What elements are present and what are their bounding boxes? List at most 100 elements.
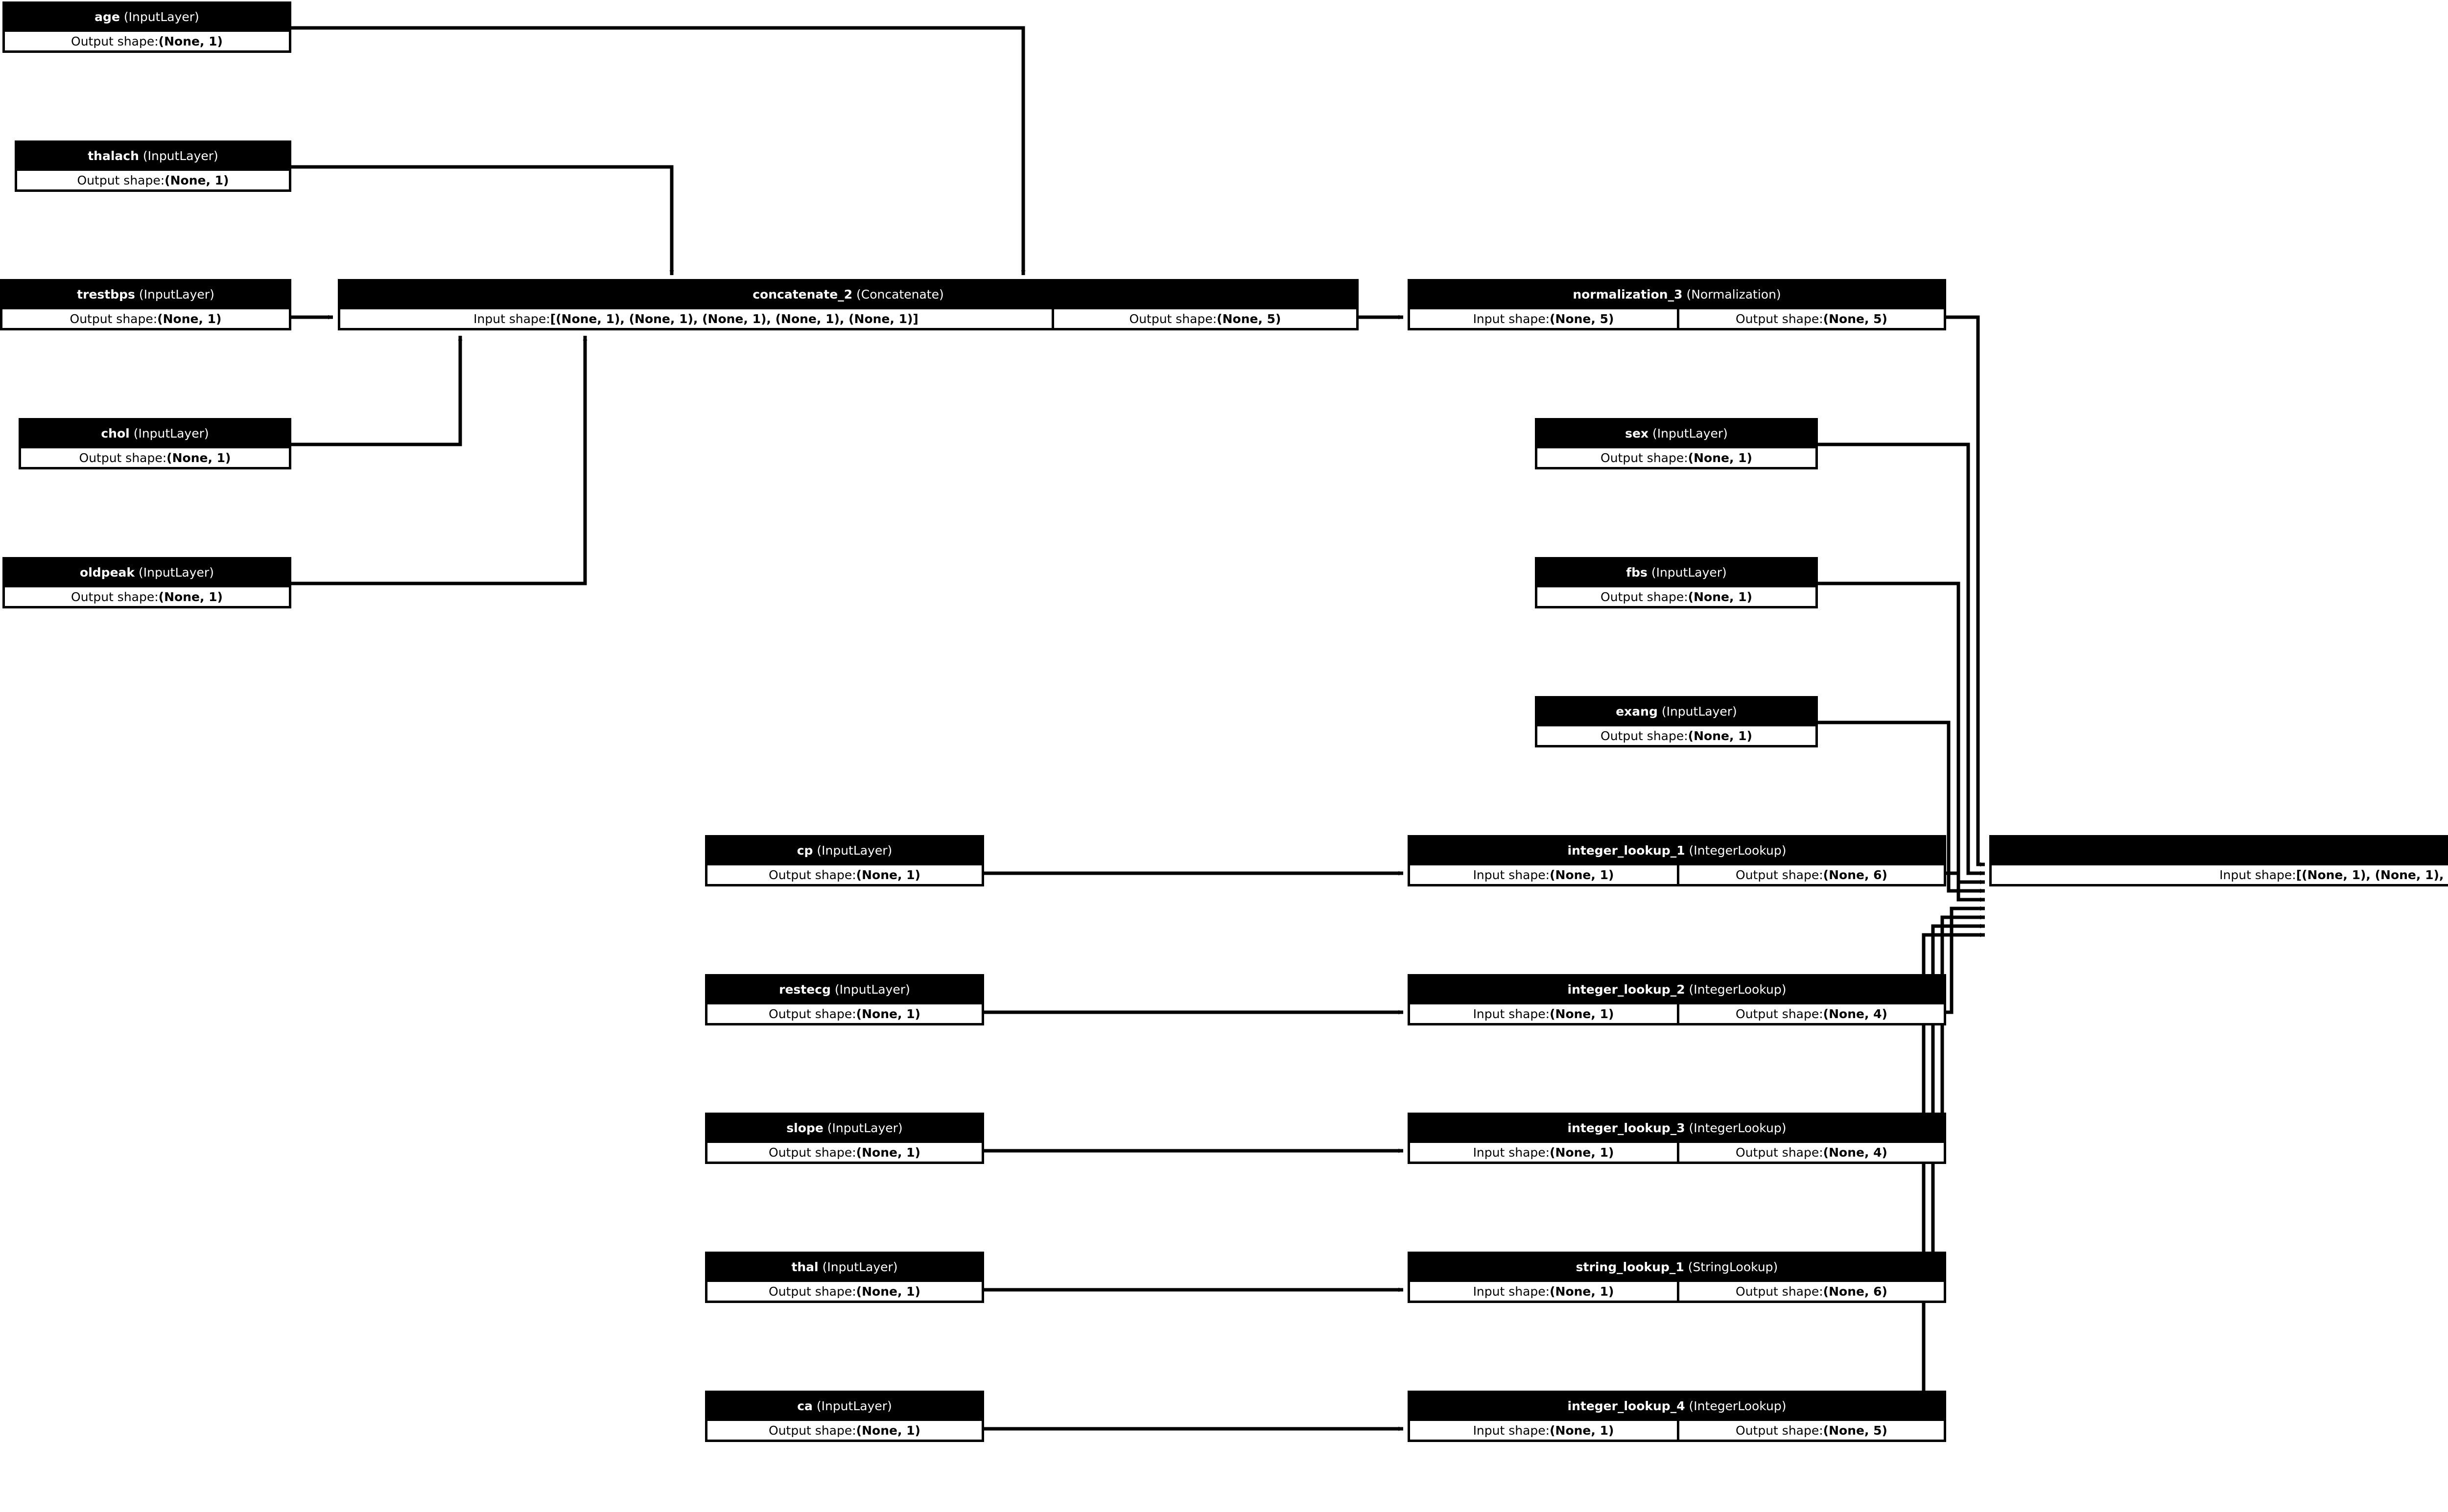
output-shape-cell-thal: Output shape: (None, 1) xyxy=(707,1282,982,1301)
layer-name-ca: ca xyxy=(797,1398,813,1413)
output-shape-value-thalach: (None, 1) xyxy=(165,173,229,187)
layer-name-fbs: fbs xyxy=(1626,565,1648,580)
input-shape-value-integer_lookup_4: (None, 1) xyxy=(1550,1423,1614,1438)
layer-title-slope: slope (InputLayer) xyxy=(707,1115,982,1140)
input-shape-value-integer_lookup_3: (None, 1) xyxy=(1550,1145,1614,1160)
input-shape-label: Input shape: xyxy=(2219,867,2296,882)
layer-type-age: (InputLayer) xyxy=(123,9,199,24)
layer-shapes-thalach: Output shape: (None, 1) xyxy=(17,168,289,189)
output-shape-value-normalization_3: (None, 5) xyxy=(1823,311,1887,326)
output-shape-value-ca: (None, 1) xyxy=(856,1423,920,1438)
edge-integer_lookup_1-to-concatenate_3 xyxy=(1946,871,1985,902)
layer-node-sex[interactable]: sex (InputLayer)Output shape: (None, 1) xyxy=(1535,418,1818,469)
layer-type-ca: (InputLayer) xyxy=(816,1398,892,1413)
output-shape-cell-trestbps: Output shape: (None, 1) xyxy=(2,309,289,328)
layer-shapes-integer_lookup_4: Input shape: (None, 1)Output shape: (Non… xyxy=(1410,1419,1944,1440)
layer-node-cp[interactable]: cp (InputLayer)Output shape: (None, 1) xyxy=(705,835,984,886)
layer-shapes-integer_lookup_1: Input shape: (None, 1)Output shape: (Non… xyxy=(1410,863,1944,884)
edge-integer_lookup_3-to-concatenate_3 xyxy=(1940,915,1985,1153)
layer-node-concatenate_3[interactable]: concatenate_3 (Concatenate)Input shape: … xyxy=(1989,835,2448,886)
layer-shapes-normalization_3: Input shape: (None, 5) Output shape: (Non… xyxy=(1410,307,1944,328)
layer-node-slope[interactable]: slope (InputLayer)Output shape: (None, 1… xyxy=(705,1113,984,1164)
layer-node-thal[interactable]: thal (InputLayer)Output shape: (None, 1) xyxy=(705,1252,984,1303)
output-shape-cell-integer_lookup_4: Output shape: (None, 5) xyxy=(1677,1421,1944,1440)
output-shape-label: Output shape: xyxy=(769,867,856,882)
input-shape-value-string_lookup_1: (None, 1) xyxy=(1550,1284,1614,1299)
output-shape-label: Output shape: xyxy=(1601,589,1688,604)
layer-node-integer_lookup_3[interactable]: integer_lookup_3 (IntegerLookup)Input sh… xyxy=(1408,1113,1946,1164)
layer-node-concatenate_2[interactable]: concatenate_2 (Concatenate)Input shape: … xyxy=(338,279,1359,330)
layer-node-string_lookup_1[interactable]: string_lookup_1 (StringLookup)Input shap… xyxy=(1408,1252,1946,1303)
layer-title-integer_lookup_2: integer_lookup_2 (IntegerLookup) xyxy=(1410,977,1944,1002)
input-shape-label: Input shape: xyxy=(1473,867,1550,882)
layer-name-integer_lookup_3: integer_lookup_3 xyxy=(1567,1120,1685,1135)
layer-node-chol[interactable]: chol (InputLayer)Output shape: (None, 1) xyxy=(19,418,291,469)
output-shape-label: Output shape: xyxy=(1736,311,1823,326)
layer-shapes-exang: Output shape: (None, 1) xyxy=(1537,724,1815,745)
output-shape-cell-ca: Output shape: (None, 1) xyxy=(707,1421,982,1440)
layer-shapes-thal: Output shape: (None, 1) xyxy=(707,1279,982,1301)
layer-node-age[interactable]: age (InputLayer)Output shape: (None, 1) xyxy=(2,1,291,53)
layer-node-thalach[interactable]: thalach (InputLayer)Output shape: (None,… xyxy=(15,140,291,192)
layer-type-concatenate_2: (Concatenate) xyxy=(856,287,944,302)
output-shape-value-integer_lookup_2: (None, 4) xyxy=(1823,1006,1887,1021)
input-shape-label: Input shape: xyxy=(1473,311,1550,326)
layer-type-normalization_3: (Normalization) xyxy=(1686,287,1781,302)
layer-title-integer_lookup_4: integer_lookup_4 (IntegerLookup) xyxy=(1410,1393,1944,1419)
input-shape-cell-normalization_3: Input shape: (None, 5) xyxy=(1410,309,1677,328)
layer-name-integer_lookup_1: integer_lookup_1 xyxy=(1567,843,1685,858)
output-shape-value-slope: (None, 1) xyxy=(856,1145,920,1160)
layer-shapes-integer_lookup_2: Input shape: (None, 1)Output shape: (Non… xyxy=(1410,1002,1944,1023)
layer-type-sex: (InputLayer) xyxy=(1652,426,1728,441)
layer-type-integer_lookup_2: (IntegerLookup) xyxy=(1689,982,1787,997)
layer-shapes-fbs: Output shape: (None, 1) xyxy=(1537,585,1815,606)
output-shape-value-fbs: (None, 1) xyxy=(1688,589,1752,604)
layer-title-exang: exang (InputLayer) xyxy=(1537,698,1815,724)
layer-title-trestbps: trestbps (InputLayer) xyxy=(2,281,289,307)
input-shape-cell-integer_lookup_1: Input shape: (None, 1) xyxy=(1410,865,1677,884)
output-shape-cell-integer_lookup_2: Output shape: (None, 4) xyxy=(1677,1004,1944,1023)
layer-shapes-concatenate_2: Input shape: [(None, 1), (None, 1), (Non… xyxy=(340,307,1356,328)
layer-node-exang[interactable]: exang (InputLayer)Output shape: (None, 1… xyxy=(1535,696,1818,747)
output-shape-cell-thalach: Output shape: (None, 1) xyxy=(17,171,289,189)
input-shape-value-integer_lookup_1: (None, 1) xyxy=(1550,867,1614,882)
layer-type-cp: (InputLayer) xyxy=(817,843,893,858)
output-shape-label: Output shape: xyxy=(1601,450,1688,465)
layer-node-ca[interactable]: ca (InputLayer) Output shape: (None, 1) xyxy=(705,1391,984,1442)
layer-type-slope: (InputLayer) xyxy=(827,1120,903,1135)
output-shape-label: Output shape: xyxy=(1736,1145,1823,1160)
layer-node-normalization_3[interactable]: normalization_3 (Normalization)Input sha… xyxy=(1408,279,1946,330)
output-shape-value-exang: (None, 1) xyxy=(1688,728,1752,743)
input-shape-cell-integer_lookup_3: Input shape: (None, 1) xyxy=(1410,1143,1677,1162)
layer-name-trestbps: trestbps xyxy=(77,287,135,302)
layer-node-integer_lookup_1[interactable]: integer_lookup_1 (IntegerLookup)Input sh… xyxy=(1408,835,1946,886)
output-shape-label: Output shape: xyxy=(70,311,158,326)
layer-name-integer_lookup_4: integer_lookup_4 xyxy=(1567,1398,1685,1413)
output-shape-label: Output shape: xyxy=(1129,311,1217,326)
layer-node-integer_lookup_4[interactable]: integer_lookup_4 (IntegerLookup)Input sh… xyxy=(1408,1391,1946,1442)
output-shape-value-string_lookup_1: (None, 6) xyxy=(1823,1284,1887,1299)
layer-node-restecg[interactable]: restecg (InputLayer)Output shape: (None,… xyxy=(705,974,984,1025)
layer-node-oldpeak[interactable]: oldpeak (InputLayer)Output shape: (None,… xyxy=(2,557,291,608)
layer-name-string_lookup_1: string_lookup_1 xyxy=(1576,1259,1684,1274)
layer-title-restecg: restecg (InputLayer) xyxy=(707,977,982,1002)
input-shape-label: Input shape: xyxy=(1473,1145,1550,1160)
input-shape-cell-string_lookup_1: Input shape: (None, 1) xyxy=(1410,1282,1677,1301)
input-shape-cell-integer_lookup_4: Input shape: (None, 1) xyxy=(1410,1421,1677,1440)
layer-type-chol: (InputLayer) xyxy=(133,426,209,441)
output-shape-cell-integer_lookup_1: Output shape: (None, 6) xyxy=(1677,865,1944,884)
output-shape-label: Output shape: xyxy=(77,173,165,187)
layer-name-cp: cp xyxy=(797,843,813,858)
layer-node-integer_lookup_2[interactable]: integer_lookup_2 (IntegerLookup)Input sh… xyxy=(1408,974,1946,1025)
layer-node-trestbps[interactable]: trestbps (InputLayer) Output shape: (None… xyxy=(0,279,291,330)
layer-title-cp: cp (InputLayer) xyxy=(707,837,982,863)
layer-type-oldpeak: (InputLayer) xyxy=(139,565,214,580)
edge-normalization_3-to-concatenate_3 xyxy=(1946,315,1985,867)
layer-title-oldpeak: oldpeak (InputLayer) xyxy=(5,559,289,585)
layer-name-restecg: restecg xyxy=(779,982,831,997)
layer-title-normalization_3: normalization_3 (Normalization) xyxy=(1410,281,1944,307)
layer-shapes-chol: Output shape: (None, 1) xyxy=(21,446,289,467)
layer-shapes-age: Output shape: (None, 1) xyxy=(5,29,289,50)
layer-node-fbs[interactable]: fbs (InputLayer)Output shape: (None, 1) xyxy=(1535,557,1818,608)
output-shape-cell-chol: Output shape: (None, 1) xyxy=(21,448,289,467)
